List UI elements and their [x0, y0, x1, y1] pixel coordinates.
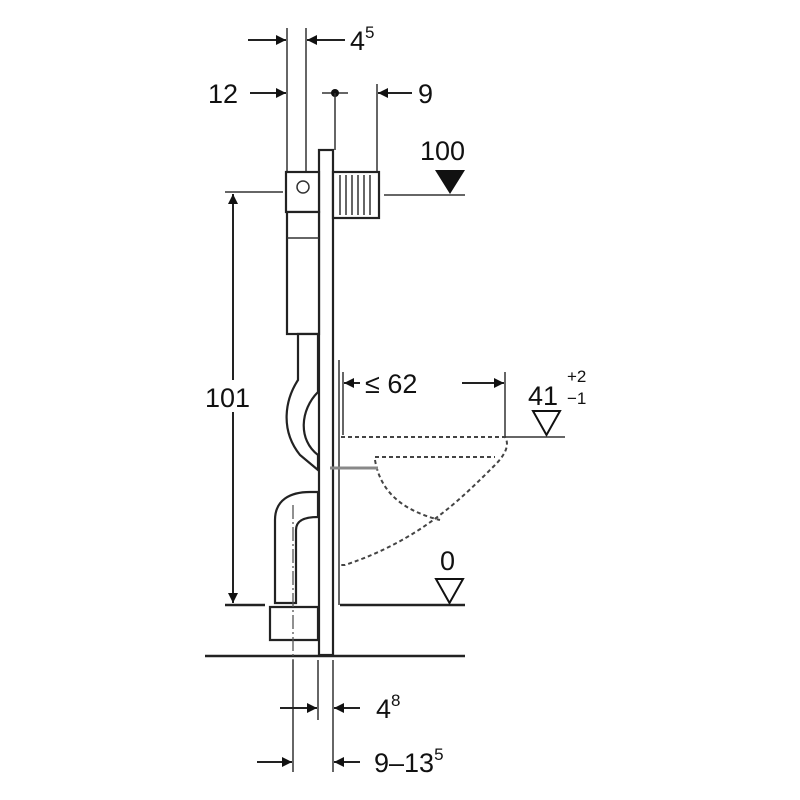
toilet-bowl-inner — [374, 456, 495, 521]
frame-upright — [317, 148, 335, 657]
level-marker-filled-icon — [435, 170, 465, 194]
dim-seat-height-plus: +2 — [567, 367, 586, 386]
dim-wall-depth: 9–135 — [374, 745, 444, 778]
cistern — [285, 210, 321, 336]
dim-seat-height: 41 — [528, 381, 558, 411]
dim-left-offset: 12 — [208, 79, 238, 109]
valve-icon — [296, 180, 310, 194]
level-marker-open-icon — [531, 410, 562, 438]
level-marker-open-icon — [434, 578, 465, 606]
dim-seat-height-minus: −1 — [567, 389, 586, 408]
dim-frame-bottom: 48 — [376, 691, 401, 724]
dim-top-level: 100 — [420, 136, 465, 166]
wall-hung-toilet-outline — [341, 436, 508, 566]
dim-total-height: 101 — [205, 383, 250, 413]
dim-bowl-depth: ≤ 62 — [365, 369, 417, 399]
ribbing — [339, 175, 371, 215]
dim-frame-offset-top: 45 — [350, 23, 375, 56]
cistern-valve-box — [284, 170, 321, 214]
flush-pipe — [285, 332, 320, 473]
dim-right-offset: 9 — [418, 79, 433, 109]
waste-pipe-elbow — [273, 490, 320, 605]
dim-floor-level: 0 — [440, 546, 455, 576]
waste-pipe-joint — [268, 605, 320, 642]
